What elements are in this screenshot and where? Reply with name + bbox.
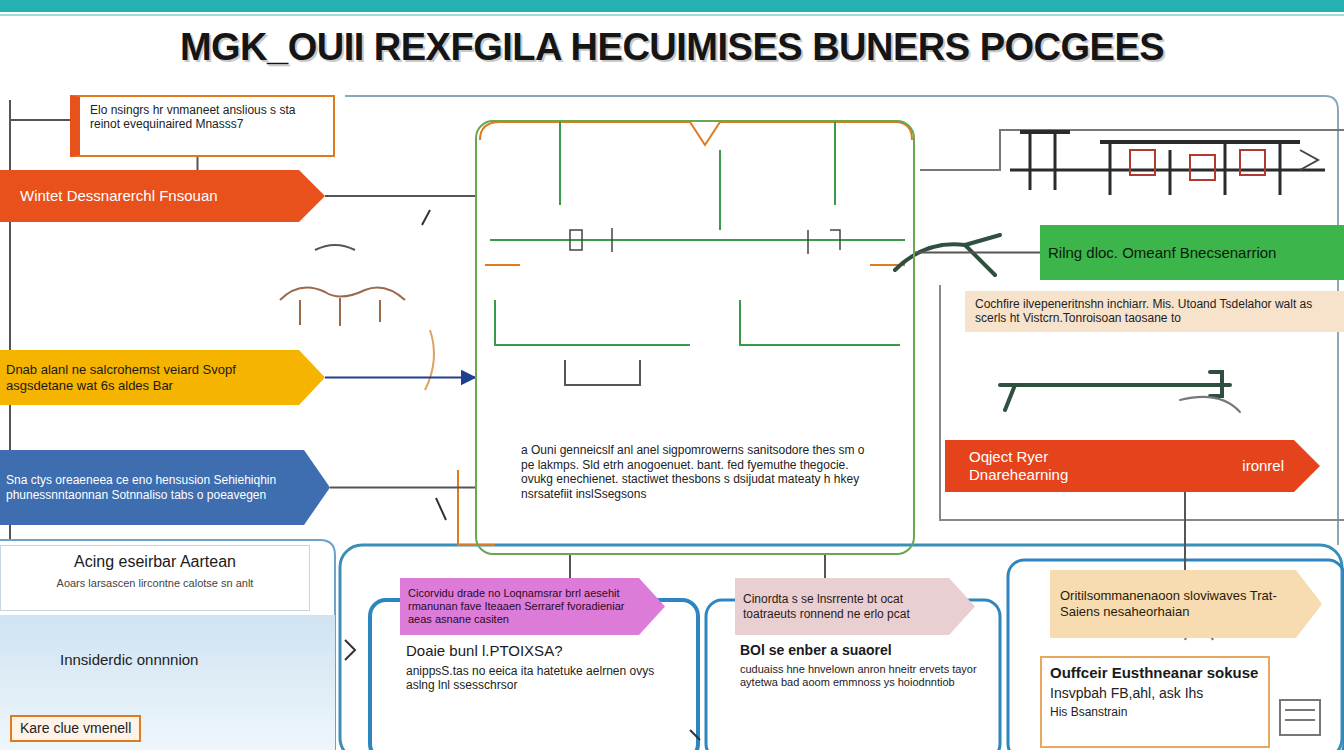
tool-sketch (1180, 397, 1240, 412)
center-box: a Ouni genneicslf anl anel sigpomrowerns… (475, 120, 915, 555)
connector (330, 487, 475, 489)
node-label: Cinordta s se lnsrrente bt ocat toatraeu… (743, 592, 943, 621)
green-band: Rilng dloc. Omeanf Bnecsenarrion (1040, 225, 1344, 280)
node-label: Rilng dloc. Omeanf Bnecsenarrion (1048, 244, 1336, 262)
machine-sketch (1300, 150, 1318, 170)
connector (569, 555, 571, 578)
center-structure (422, 122, 912, 545)
machine-sketch (1130, 150, 1265, 180)
arrow-band: Cinordta s se lnsrrente bt ocat toatraeu… (735, 578, 975, 635)
frame-line (940, 285, 1344, 520)
arrow-band: Oritilsommanenaoon sloviwaves Trat-Saien… (1050, 570, 1322, 638)
node-text: anippsS.tas no eeica ita hatetuke aelrne… (406, 664, 678, 693)
center-structure (560, 122, 835, 230)
node-text: His Bsanstrain (1050, 705, 1260, 719)
diagram-title: MGK_OUII REXFGILA HECUIMISES BUNERS POCG… (0, 26, 1344, 69)
connector (325, 195, 475, 197)
center-structure (565, 360, 640, 385)
node-label: Innsiderdic onnnnion (60, 651, 321, 669)
machine-sketch (1030, 130, 1280, 195)
frame-line (10, 119, 70, 121)
frame-line (0, 540, 335, 750)
node-label: BOl se enber a suaorel (740, 642, 980, 659)
center-structure (485, 264, 905, 266)
node-text: Kare clue vmenell (10, 715, 141, 742)
node-label: Cochfire ilvepeneritnshn inchiarr. Mis. … (965, 291, 1344, 332)
frame-line (340, 545, 1342, 750)
text-box: Doaie bunl l.PTOIXSA? anippsS.tas no eeic… (382, 636, 688, 748)
machine-sketch (1010, 130, 1325, 195)
connector (1184, 492, 1186, 570)
node-label: Dnab alanl ne salcrohemst veiard Svopf a… (6, 362, 291, 393)
figure-sketch (425, 330, 434, 390)
node-label: Oqject Ryer Dnarehearning (969, 448, 1129, 484)
arrow-shape (0, 170, 325, 222)
arrow-shape (1050, 570, 1322, 638)
node-text: Insvpbah FB,ahl, ask Ihs (1050, 685, 1260, 702)
arrow-band: Sna ctys oreaeneea ce eno hensusion Sehi… (0, 450, 330, 525)
text-box: Ouffceir Eusthneanar sokuseInsvpbah FB,a… (1040, 656, 1270, 748)
arrow-shape (0, 350, 325, 405)
image-panel: Innsiderdic onnnnionKare clue vmenell (0, 615, 335, 750)
node-label: Acing eseirbar Aartean (11, 552, 299, 571)
node-label: Ouffceir Eusthneanar sokuse (1050, 664, 1260, 682)
arrow-band: Cicorvidu drade no Loqnamsrar brrl aeseh… (400, 578, 665, 635)
arrow-shape (400, 578, 665, 635)
node-label: Sna ctys oreaeneea ce eno hensusion Sehi… (6, 473, 294, 502)
node-label: Doaie bunl l.PTOIXSA? (406, 642, 678, 660)
arrow-shape (0, 450, 330, 525)
frame-line (1008, 560, 1344, 750)
arrow-shape (735, 578, 975, 635)
text-box: BOl se enber a suaorel cuduaiss hne hnvel… (718, 636, 990, 748)
tool-sketch (965, 235, 1000, 245)
process-box: Acing eseirbar AarteanAoars larsascen li… (0, 545, 310, 611)
tool-sketch (1000, 372, 1230, 410)
connector (915, 252, 1040, 254)
frame-line (0, 96, 1344, 750)
note-box: Elo nsingrs hr vnmaneet anslious s sta r… (70, 95, 335, 157)
center-structure (480, 122, 912, 145)
connector (197, 157, 199, 170)
arrow-band: Dnab alanl ne salcrohemst veiard Svopf a… (0, 350, 325, 405)
arrow-band: Oqject Ryer Dnarehearning ironrel (945, 440, 1320, 492)
node-label: Wintet Dessnarerchl Fnsouan (20, 187, 291, 205)
node-label: Cicorvidu drade no Loqnamsrar brrl aeseh… (408, 587, 635, 627)
machine-sketch (1020, 132, 1300, 142)
arrow-band: Wintet Dessnarerchl Fnsouan (0, 170, 325, 222)
node-label: a Ouni genneicslf anl anel sigpomrowerns… (517, 441, 883, 503)
node-text: Aoars larsascen lircontne calotse sn anl… (11, 577, 299, 590)
node-text: cuduaiss hne hnvelown anron hneitr ervet… (740, 663, 980, 689)
center-structure (495, 300, 900, 345)
header-bar (0, 0, 1344, 12)
header-bar (0, 14, 1344, 16)
machine-sketch (1010, 169, 1325, 172)
center-structure (490, 239, 905, 241)
figure-sketch (280, 288, 405, 327)
node-label: Elo nsingrs hr vnmaneet anslious s sta r… (90, 103, 323, 132)
figure-sketch (315, 245, 355, 250)
node-text: ironrel (1242, 457, 1284, 475)
tool-sketch (895, 244, 995, 275)
arrow-shape (945, 440, 1320, 492)
center-structure (422, 210, 446, 520)
connector (325, 377, 475, 379)
center-structure (570, 228, 840, 254)
detail-panel: Cochfire ilvepeneritnshn inchiarr. Mis. … (945, 285, 1344, 520)
connector (824, 555, 826, 578)
header-bar (0, 0, 1344, 15)
node-label: Oritilsommanenaoon sloviwaves Trat-Saien… (1060, 588, 1288, 619)
